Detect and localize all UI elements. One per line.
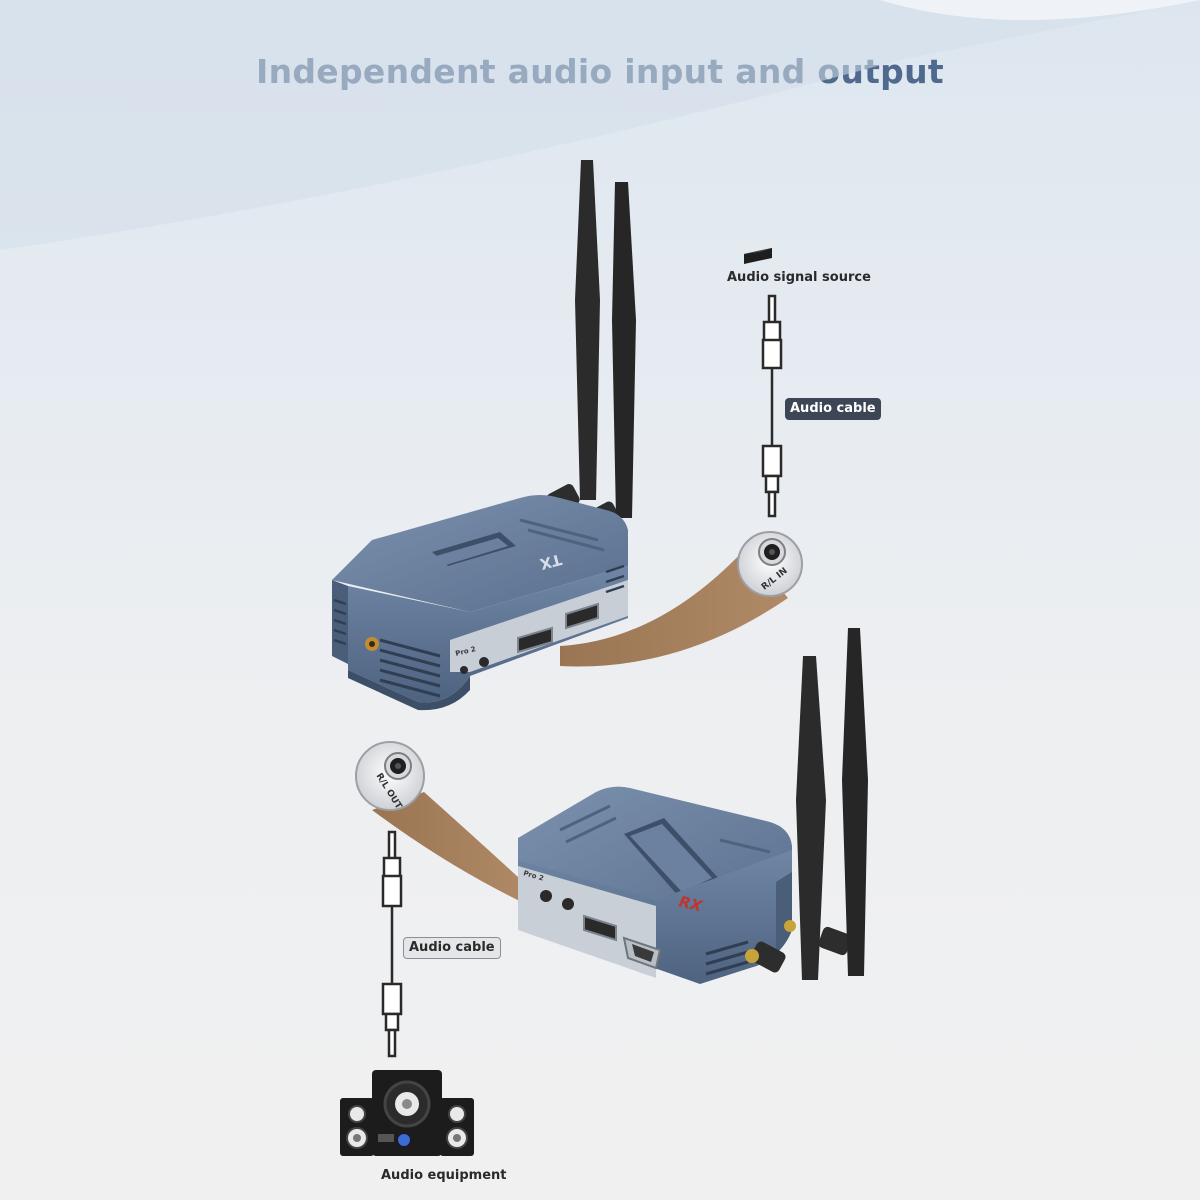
antenna-icon (612, 182, 636, 518)
zoom-beam-bottom (372, 792, 530, 906)
label-audio-cable-top: Audio cable (785, 398, 881, 420)
label-audio-signal-source: Audio signal source (727, 270, 871, 285)
audio-jack-icon: R/L IN (737, 531, 803, 597)
audio-cable-bottom (381, 830, 403, 1058)
tx-device-icon: TX Pro 2 (332, 160, 636, 711)
dvd-player-icon (744, 248, 772, 264)
zoom-beam-top (560, 548, 788, 667)
rx-device-icon: Pro 2 RX (518, 628, 868, 984)
label-audio-cable-bottom: Audio cable (403, 937, 501, 959)
audio-cable-top (761, 294, 783, 518)
label-audio-equipment: Audio equipment (381, 1168, 507, 1183)
antenna-icon (575, 160, 600, 500)
rx-mark: RX (677, 892, 705, 915)
speaker-system-icon (340, 1070, 474, 1156)
antenna-icon (796, 656, 826, 980)
tx-mark: TX (537, 550, 563, 573)
antenna-icon (842, 628, 868, 976)
audio-jack-icon: R/L OUT (355, 741, 425, 812)
